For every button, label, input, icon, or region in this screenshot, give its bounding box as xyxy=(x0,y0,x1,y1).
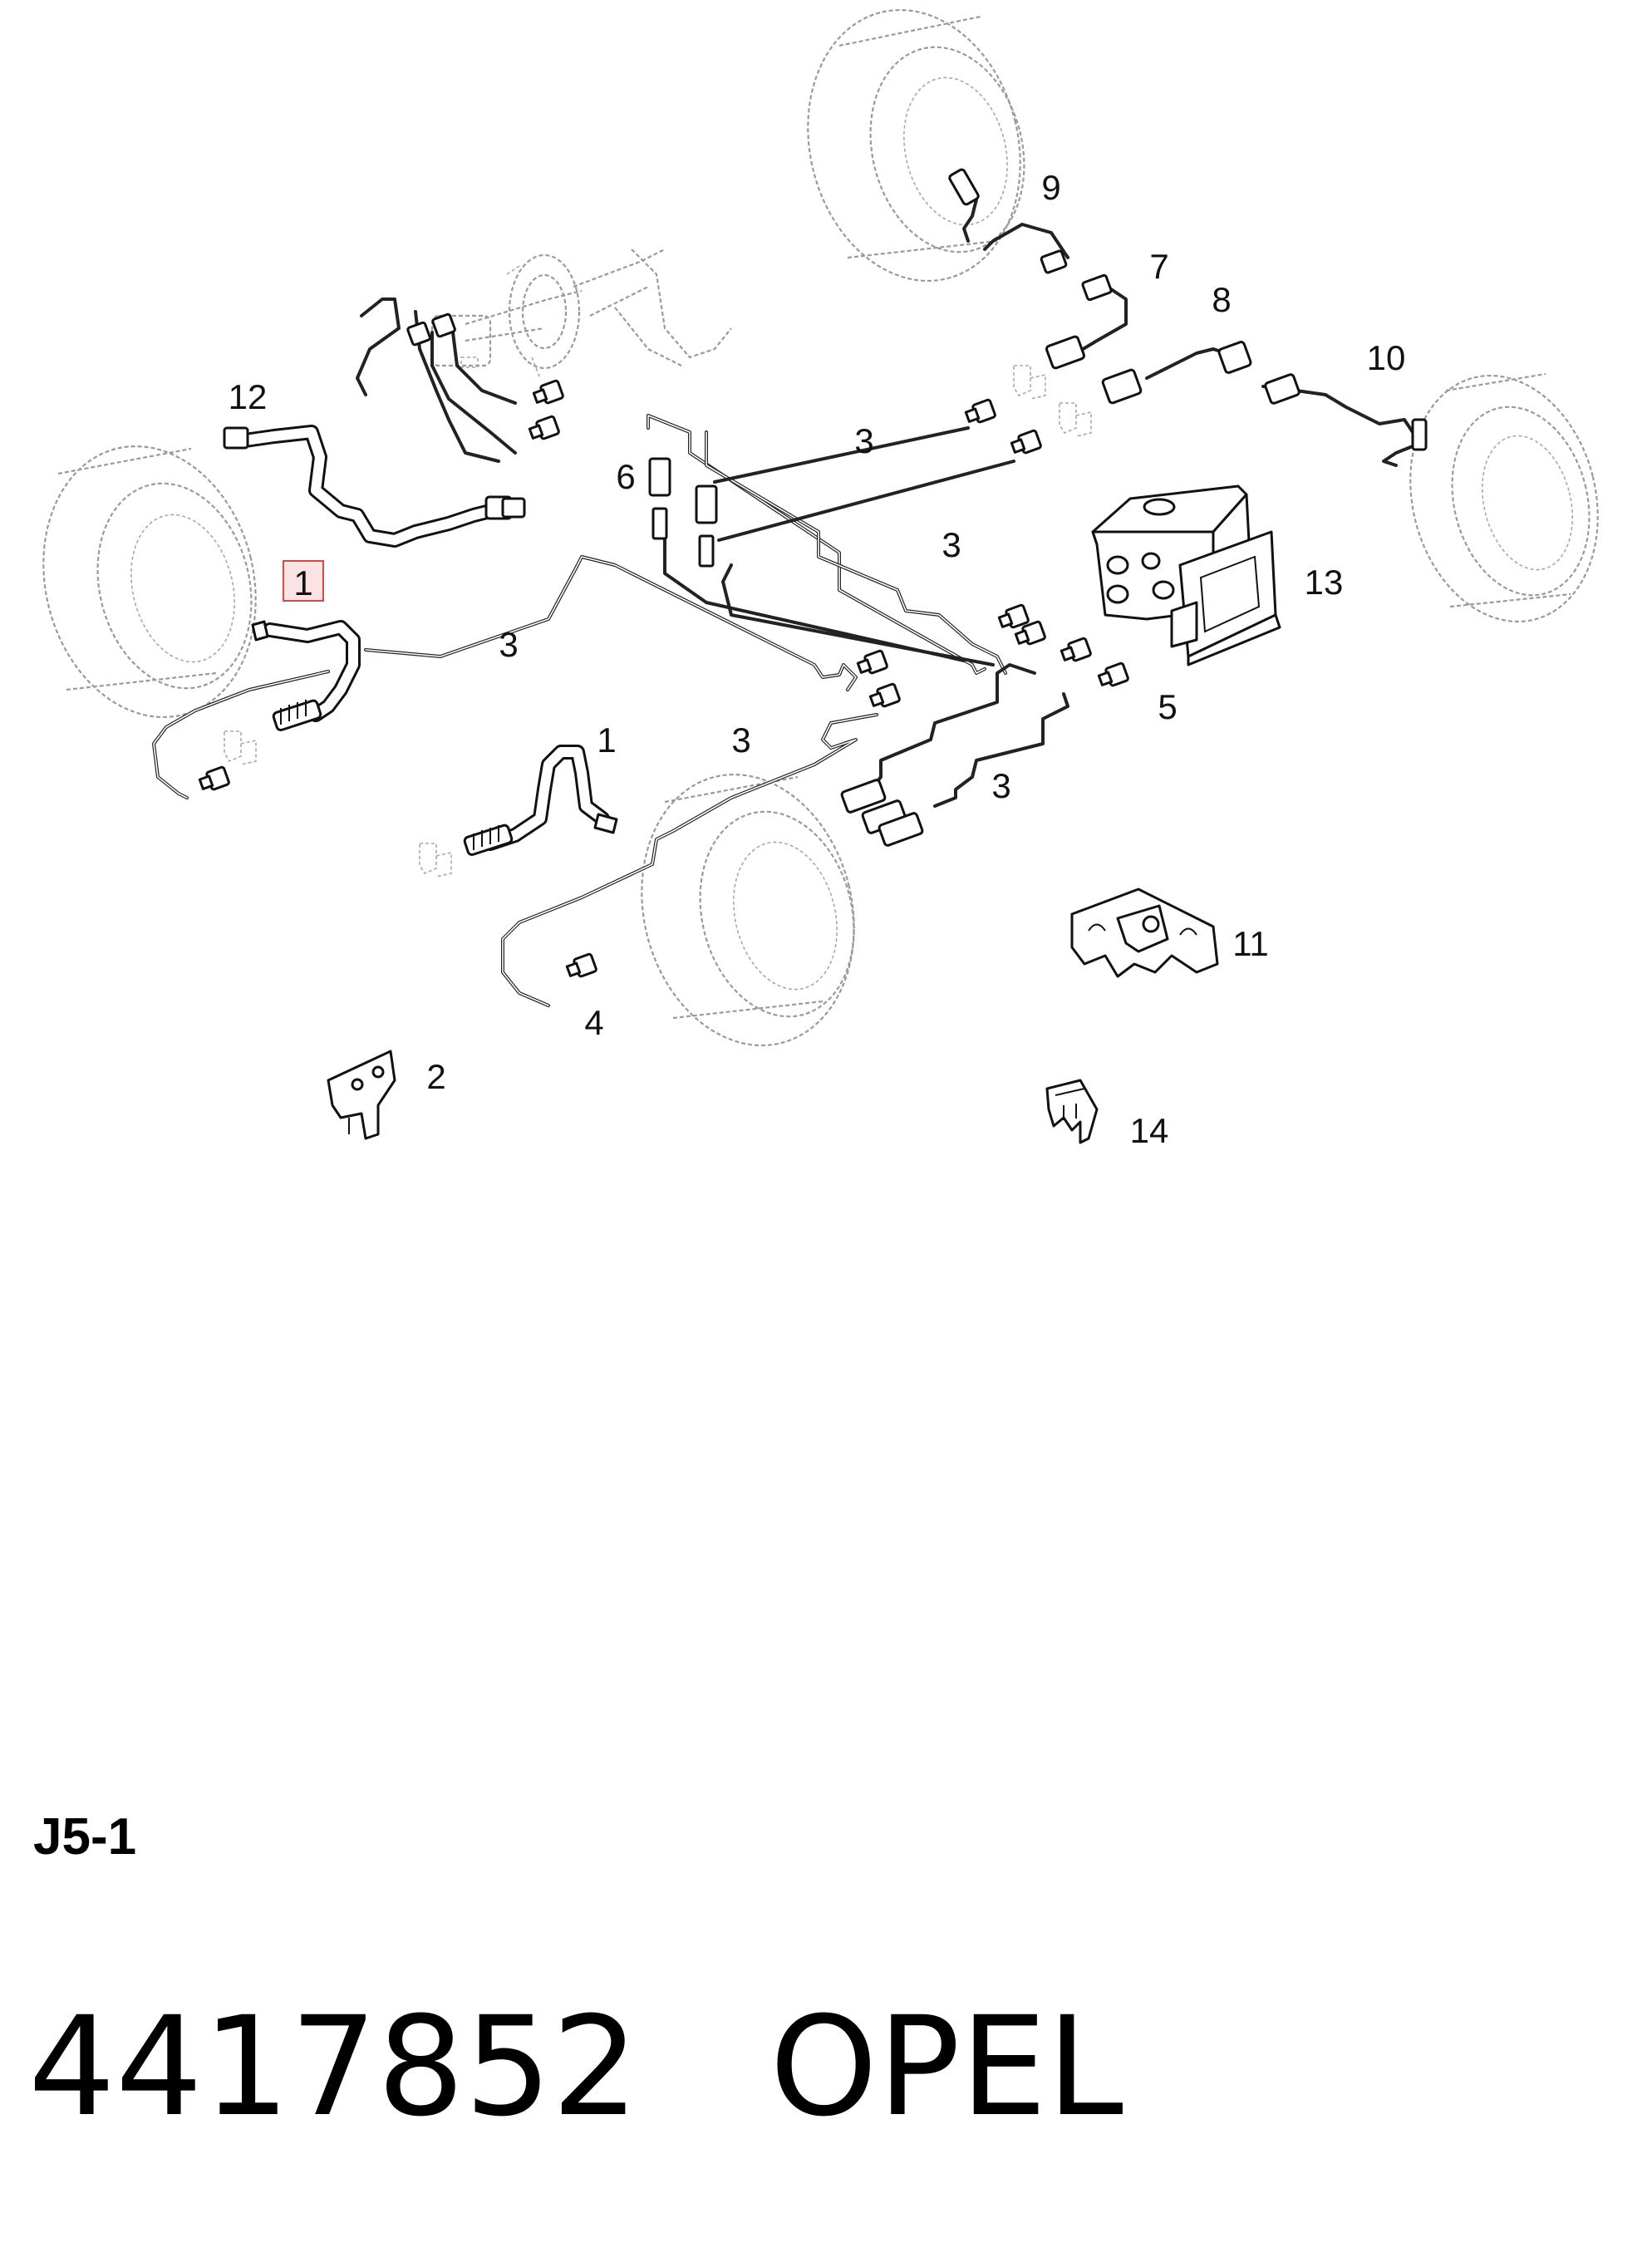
callout-4[interactable]: 4 xyxy=(584,1003,603,1042)
callout-2[interactable]: 2 xyxy=(426,1057,445,1096)
callout-5[interactable]: 5 xyxy=(1158,687,1177,726)
fittings xyxy=(198,168,1428,978)
diagram-id-label: J5-1 xyxy=(33,1808,137,1866)
callout-3-top[interactable]: 3 xyxy=(854,421,873,460)
brake-hose-12 xyxy=(223,425,526,548)
wheel-front-left-ghost xyxy=(42,445,257,719)
brake-line-exploded-diagram: 1 1 2 3 3 3 3 3 4 5 6 7 8 9 10 11 12 13 … xyxy=(42,8,1599,1150)
callout-13[interactable]: 13 xyxy=(1305,563,1344,602)
callout-1-highlighted[interactable]: 1 xyxy=(293,563,312,602)
callout-3-middle[interactable]: 3 xyxy=(942,525,961,564)
wheel-rear-left-ghost xyxy=(1409,372,1599,623)
callout-3-left[interactable]: 3 xyxy=(499,625,518,664)
pipe-bracket-11 xyxy=(1070,888,1219,978)
callout-6[interactable]: 6 xyxy=(616,457,635,496)
callout-7[interactable]: 7 xyxy=(1149,247,1168,286)
part-brand-spacer xyxy=(639,1987,769,2146)
brake-hose-1-right xyxy=(463,745,618,857)
part-number: 4417852 xyxy=(28,1987,639,2146)
brake-pipes xyxy=(152,198,1418,1007)
wheel-rear-right-ghost xyxy=(807,8,1025,283)
callout-11[interactable]: 11 xyxy=(1232,924,1269,963)
brake-hose-1-highlighted xyxy=(251,620,361,732)
callout-3-center[interactable]: 3 xyxy=(731,720,750,760)
mounting-bracket-2 xyxy=(327,1050,396,1140)
brake-booster-ghost xyxy=(430,248,732,379)
callout-1[interactable]: 1 xyxy=(597,720,616,760)
brand-name: OPEL xyxy=(769,1987,1123,2146)
callout-1-highlight-box xyxy=(283,560,324,602)
abs-hydraulic-unit xyxy=(1091,484,1281,666)
callout-9[interactable]: 9 xyxy=(1041,168,1060,207)
callout-8[interactable]: 8 xyxy=(1212,280,1231,319)
callout-14[interactable]: 14 xyxy=(1130,1111,1169,1150)
callout-3-right[interactable]: 3 xyxy=(991,766,1010,805)
pipe-clip-14 xyxy=(1045,1079,1099,1144)
line-clip-ghosts xyxy=(224,365,1092,878)
wheel-front-right-ghost xyxy=(641,773,855,1047)
callouts: 1 1 2 3 3 3 3 3 4 5 6 7 8 9 10 11 12 13 … xyxy=(229,168,1406,1150)
callout-10[interactable]: 10 xyxy=(1367,338,1406,377)
part-number-line: 4417852 OPEL xyxy=(28,1999,1123,2136)
callout-12[interactable]: 12 xyxy=(229,377,268,416)
